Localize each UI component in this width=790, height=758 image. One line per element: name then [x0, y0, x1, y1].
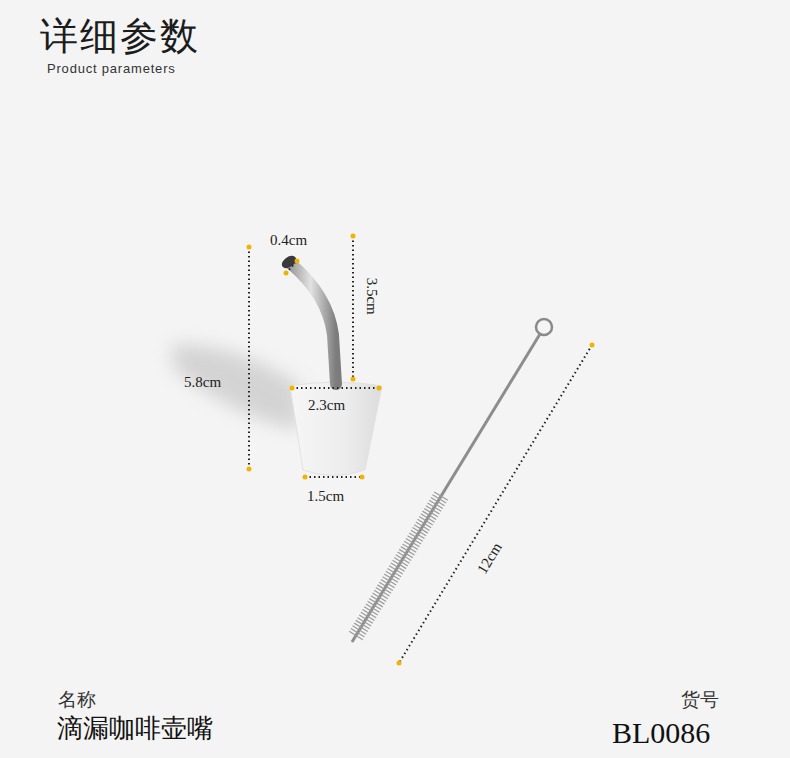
dimension-label: 3.5cm — [364, 277, 381, 314]
bristle — [381, 579, 395, 587]
bristle — [369, 599, 383, 607]
bristle — [371, 596, 385, 604]
brush-ring — [536, 319, 552, 335]
bristle — [366, 604, 380, 612]
bristle — [396, 555, 410, 563]
bristle — [362, 609, 376, 617]
bristle — [399, 549, 413, 557]
brush-wire — [352, 334, 540, 642]
bristle — [433, 495, 447, 503]
bristle — [352, 626, 366, 634]
bristle — [349, 631, 363, 639]
dimension-dots — [247, 234, 595, 666]
bristle — [367, 601, 381, 609]
bristle — [356, 620, 370, 628]
bristle — [403, 544, 417, 552]
bristle — [401, 547, 415, 555]
bristle — [408, 536, 422, 544]
dimension-label: 2.3cm — [308, 397, 345, 414]
product-name: 滴漏咖啡壶嘴 — [57, 715, 213, 744]
bristle — [409, 533, 423, 541]
bristle — [386, 571, 400, 579]
bristle — [393, 560, 407, 568]
subtitle: Product parameters — [47, 62, 176, 76]
bristle — [423, 511, 437, 519]
bristle — [389, 566, 403, 574]
field-name: 名称 — [58, 690, 96, 711]
bristle — [419, 517, 433, 525]
silicone-plug — [290, 382, 382, 476]
bristle — [379, 582, 393, 590]
bristle — [406, 538, 420, 546]
bristle — [431, 497, 445, 505]
bristle — [372, 593, 386, 601]
bristle — [394, 558, 408, 566]
dimension-label: 0.4cm — [270, 232, 307, 249]
bristle — [359, 615, 373, 623]
dimension-label: 12cm — [474, 539, 505, 576]
bristle — [413, 528, 427, 536]
bristle — [387, 568, 401, 576]
bristle — [376, 588, 390, 596]
bristle — [384, 574, 398, 582]
bristle — [424, 508, 438, 516]
dimension-label: 5.8cm — [184, 374, 221, 391]
bristle — [416, 522, 430, 530]
brush-bristles — [349, 492, 448, 640]
bristle — [391, 563, 405, 571]
dimension-label: 1.5cm — [307, 488, 344, 505]
bristle — [434, 492, 448, 500]
product-code: BL0086 — [612, 716, 710, 749]
bristle — [404, 541, 418, 549]
bristle — [418, 519, 432, 527]
page-title: 详细参数 — [40, 16, 200, 58]
bristle — [364, 607, 378, 615]
bristle — [354, 623, 368, 631]
bristle — [357, 618, 371, 626]
dimension-lines — [249, 236, 592, 663]
bristle — [414, 525, 428, 533]
bristle — [361, 612, 375, 620]
bristle — [421, 514, 435, 522]
bristle — [374, 590, 388, 598]
bristle — [428, 503, 442, 511]
bristle — [398, 552, 412, 560]
bristle — [382, 577, 396, 585]
bristle — [429, 500, 443, 508]
metal-spout — [290, 263, 336, 384]
bristle — [377, 585, 391, 593]
bristle — [426, 506, 440, 514]
bristle — [411, 530, 425, 538]
bristle — [351, 629, 365, 637]
field-name: 货号 — [681, 690, 719, 711]
shadow — [170, 345, 300, 431]
